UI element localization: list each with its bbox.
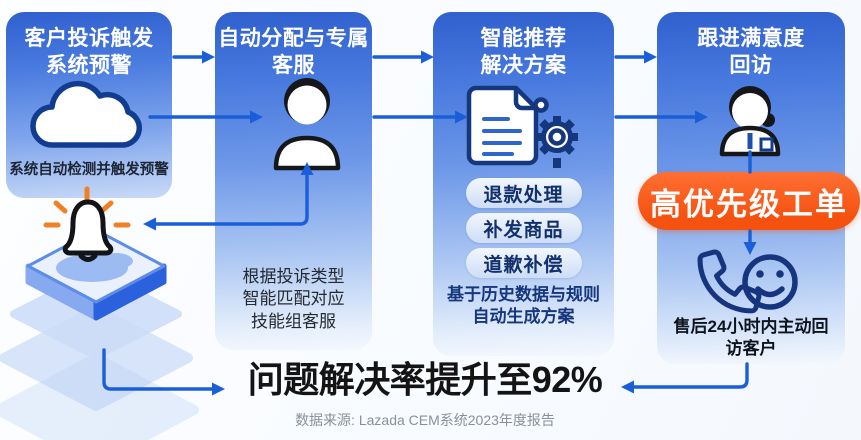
step4-title: 跟进满意度 回访	[657, 25, 845, 80]
step4-caption: 售后24小时内主动回 访客户	[657, 316, 845, 360]
priority-badge: 高优先级工单	[638, 172, 860, 230]
step1-title: 客户投诉触发 系统预警	[6, 25, 172, 80]
connector-callback-result	[632, 362, 749, 389]
step4-caption-line2: 访客户	[725, 339, 777, 359]
step4-title-line2: 回访	[729, 54, 773, 78]
option-refund: 退款处理	[465, 178, 582, 208]
option-reship: 补发商品	[465, 213, 582, 243]
result-headline: 问题解决率提升至92%	[247, 359, 603, 400]
step1-title-line1: 客户投诉触发	[24, 27, 154, 50]
step1-panel: 客户投诉触发 系统预警 系统自动检测并触发预警	[6, 12, 172, 198]
alarm-bell-icon	[43, 186, 131, 262]
step3-caption: 基于历史数据与规则 自动生成方案	[433, 284, 614, 328]
step3-caption-line2: 自动生成方案	[472, 307, 575, 327]
step4-title-line1: 跟进满意度	[697, 27, 805, 50]
data-source-note: 数据来源: Lazada CEM系统2023年度报告	[295, 412, 555, 428]
step3-caption-line1: 基于历史数据与规则	[447, 285, 600, 304]
step2-caption-line3: 技能组客服	[251, 311, 336, 331]
solution-options: 退款处理 补发商品 道歉补偿	[433, 178, 614, 278]
platform-stack-icon	[0, 228, 199, 440]
step2-panel: 自动分配与专属 客服 根据投诉类型 智能匹配对应 技能组客服	[215, 12, 372, 350]
step2-caption: 根据投诉类型 智能匹配对应 技能组客服	[215, 266, 372, 333]
step3-panel: 智能推荐 解决方案 退款处理 补发商品 道歉补偿 基于历史数据与规则 自动生成方…	[433, 12, 614, 356]
step2-caption-line2: 智能匹配对应	[242, 289, 345, 309]
step2-title-line2: 客服	[272, 54, 315, 78]
step4-caption-line1: 售后24小时内主动回	[673, 317, 829, 336]
step2-title: 自动分配与专属 客服	[215, 25, 372, 80]
step3-title-line1: 智能推荐	[480, 27, 567, 50]
step3-title: 智能推荐 解决方案	[433, 25, 614, 80]
step3-title-line2: 解决方案	[480, 54, 567, 78]
connector-stack-result	[102, 348, 214, 391]
option-apology: 道歉补偿	[465, 248, 582, 278]
step2-title-line1: 自动分配与专属	[218, 27, 369, 50]
step1-title-line2: 系统预警	[46, 54, 132, 78]
step1-caption: 系统自动检测并触发预警	[9, 162, 169, 178]
step2-caption-line1: 根据投诉类型	[242, 267, 345, 286]
